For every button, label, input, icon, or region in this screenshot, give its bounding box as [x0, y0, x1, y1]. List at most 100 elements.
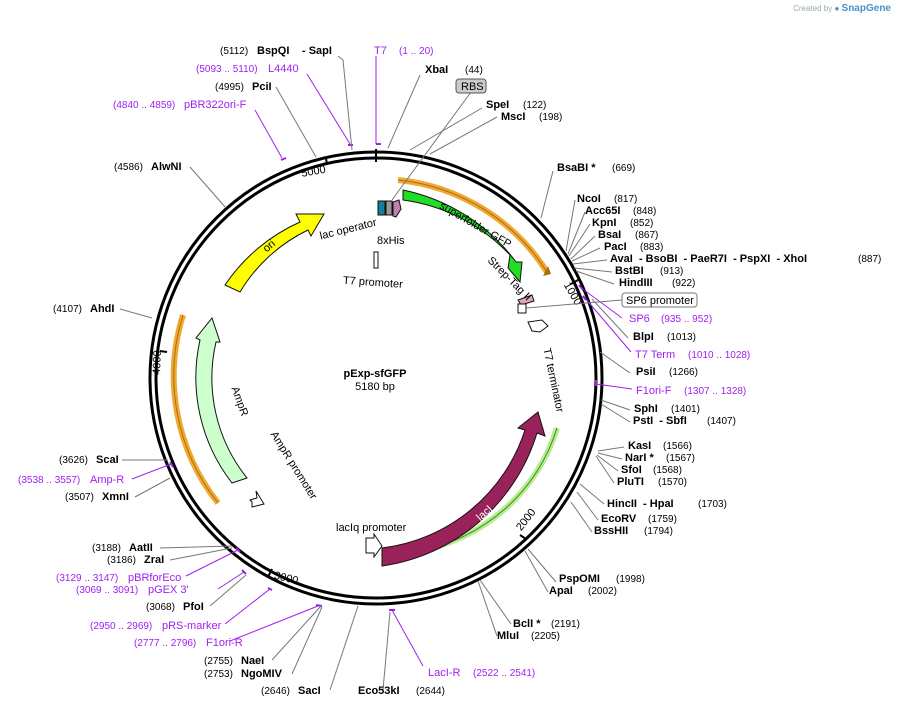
t7-promoter-feature[interactable] [373, 251, 379, 269]
enzyme-name: NcoI [577, 193, 601, 205]
primer-pos: (2777 .. 2796) [134, 638, 196, 649]
enzyme-pos: (913) [660, 266, 683, 277]
enzyme-name: PfoI [183, 601, 204, 613]
enzyme-leaders [119, 55, 631, 691]
enzyme-name: XbaI [425, 64, 448, 76]
strep-tag-feature[interactable] [517, 294, 535, 306]
primer-name: pRS-marker [162, 620, 222, 632]
enzyme-name: KasI [628, 440, 651, 452]
enzyme-pos: (4995) [215, 82, 244, 93]
8xhis-label: 8xHis [377, 235, 405, 247]
enzyme-pos: (922) [672, 278, 695, 289]
primer-pos: (1307 .. 1328) [684, 386, 746, 397]
enzyme-pos: (2755) [204, 656, 233, 667]
enzyme-pos: (2002) [588, 586, 617, 597]
orf-arc-sfgfp-line [397, 179, 548, 273]
laci-feature[interactable] [381, 411, 546, 567]
enzyme-pos: (817) [614, 194, 637, 205]
laciq-promoter-feature[interactable] [365, 532, 383, 559]
plasmid-name: pExp-sfGFP [344, 368, 407, 380]
ampr-promoter-feature[interactable] [249, 490, 265, 508]
enzyme-pos: (2644) [416, 686, 445, 697]
enzyme-pos: (1998) [616, 574, 645, 585]
enzyme-name: Eco53kI [358, 685, 400, 697]
primer-marks [169, 143, 597, 611]
primer-labels: T7 (1 .. 20) (5093 .. 5110) L4440 (4840 … [18, 45, 750, 679]
tick-2000 [519, 534, 527, 540]
primer-pos: (3538 .. 3557) [18, 475, 80, 486]
ampr-feature[interactable] [195, 316, 248, 484]
8xhis-feature[interactable] [392, 199, 402, 218]
enzyme-pos: (3507) [65, 492, 94, 503]
primer-name: SP6 [629, 313, 650, 325]
enzyme-pos: (1266) [669, 367, 698, 378]
primer-pos: (1010 .. 1028) [688, 350, 750, 361]
lac-operator-label: lac operator [319, 217, 379, 243]
enzyme-name: MscI [501, 111, 525, 123]
enzyme-name: BlpI [633, 331, 654, 343]
ampr-label: AmpR [228, 385, 250, 418]
primer-pos: (3129 .. 3147) [56, 573, 118, 584]
primer-name: T7 [374, 45, 387, 57]
rbs-label: RBS [461, 81, 484, 93]
enzyme-name: PsiI [636, 366, 656, 378]
enzyme-name: SphI [634, 403, 658, 415]
enzyme-pos: (3186) [107, 555, 136, 566]
primer-pos: (2950 .. 2969) [90, 621, 152, 632]
enzyme-pos: (887) [858, 254, 881, 265]
orf-arc-ampr-line [173, 314, 219, 504]
primer-name: F1ori-F [636, 385, 672, 397]
t7-promoter-label: T7 promoter [343, 275, 404, 291]
enzyme-name: SacI [298, 685, 321, 697]
enzyme-pos: (1570) [658, 477, 687, 488]
snapgene-logo-icon: ● [834, 4, 840, 13]
enzyme-pos: (1794) [644, 526, 673, 537]
laciq-promoter-label: lacIq promoter [336, 522, 407, 534]
rbs-feature[interactable] [385, 200, 393, 216]
enzyme-name: PacI [604, 241, 627, 253]
sp6-promoter-feature[interactable] [517, 303, 527, 314]
enzyme-name: SpeI [486, 99, 509, 111]
primer-pos: (5093 .. 5110) [196, 64, 258, 75]
enzyme-pos: (1566) [663, 441, 692, 452]
enzyme-name: AlwNI [151, 161, 182, 173]
enzyme-pos: (1568) [653, 465, 682, 476]
enzyme-name: KpnI [592, 217, 616, 229]
tick-label-3000: 3000 [273, 570, 300, 588]
enzyme-pos: (3188) [92, 543, 121, 554]
enzyme-name: AhdI [90, 303, 114, 315]
enzyme-name: MluI [497, 630, 519, 642]
enzyme-pos: (2205) [531, 631, 560, 642]
primer-name: pGEX 3' [148, 584, 189, 596]
ori-feature[interactable] [224, 213, 325, 293]
enzyme-pos: (848) [633, 206, 656, 217]
enzyme-name: BsaBI * [557, 162, 596, 174]
sp6-promoter-box: SP6 promoter [525, 292, 698, 309]
primer-pos: (2522 .. 2541) [473, 668, 535, 679]
enzyme-pos: (122) [523, 100, 546, 111]
primer-name: L4440 [268, 63, 299, 75]
primer-pos: (935 .. 952) [661, 314, 712, 325]
credit-brand: SnapGene [841, 3, 891, 14]
enzyme-labels: (5112) BspQI - SapI XbaI (44) SpeI (122)… [53, 45, 881, 697]
primer-pos: (4840 .. 4859) [113, 100, 175, 111]
primer-name: F1ori-R [206, 637, 243, 649]
enzyme-name: AvaI - BsoBI - PaeR7I - PspXI - XhoI [610, 253, 807, 265]
enzyme-name: NgoMIV [241, 668, 283, 680]
enzyme-pos: (883) [640, 242, 663, 253]
enzyme-pos: (2646) [261, 686, 290, 697]
t7-terminator-feature[interactable] [527, 319, 549, 333]
primer-name: pBR322ori-F [184, 99, 247, 111]
sp6-promoter-label: SP6 promoter [626, 295, 694, 307]
enzyme-pos: (44) [465, 65, 483, 76]
ampr-promoter-label: AmpR promoter [268, 429, 319, 501]
enzyme-name: HindIII [619, 277, 653, 289]
tick-5000 [325, 157, 328, 166]
primer-leaders [131, 56, 633, 667]
enzyme-name: XmnI [102, 491, 129, 503]
superfolder-gfp-feature[interactable] [402, 189, 523, 284]
lac-operator-feature[interactable] [377, 200, 386, 216]
enzyme-name: BspQI [257, 45, 289, 57]
enzyme-pos: (1407) [707, 416, 736, 427]
